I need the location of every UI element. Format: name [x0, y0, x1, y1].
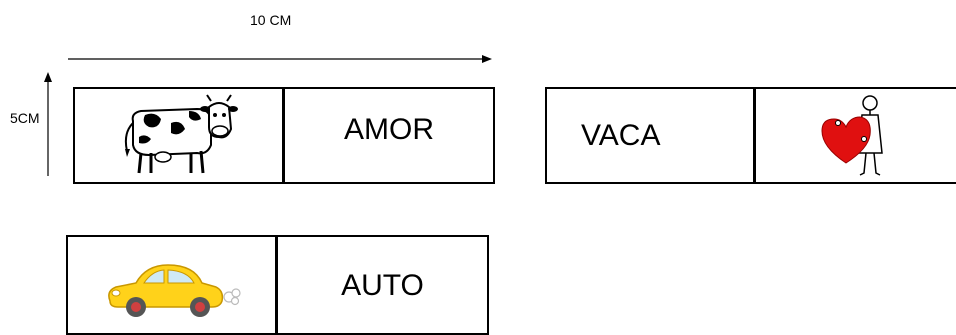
domino-card-3: AUTO	[66, 235, 489, 335]
height-arrow	[44, 72, 52, 176]
width-arrow	[68, 55, 492, 63]
dimension-arrows	[44, 55, 492, 176]
heart-person-icon	[821, 94, 883, 176]
height-label: 5CM	[10, 110, 40, 126]
card-2-picture-cell	[756, 89, 956, 182]
card-1-word: AMOR	[344, 113, 434, 146]
domino-card-1: AMOR	[73, 87, 495, 184]
car-icon	[107, 264, 241, 317]
card-1-word-cell: AMOR	[285, 89, 493, 182]
cow-icon	[124, 94, 238, 174]
card-2-word: VACA	[581, 119, 661, 152]
card-3-word: AUTO	[341, 269, 424, 302]
card-1-picture-cell	[75, 89, 285, 182]
width-label: 10 CM	[250, 12, 292, 28]
card-2-word-cell: VACA	[547, 89, 756, 182]
card-3-picture-cell	[68, 237, 278, 333]
domino-card-2: VACA	[545, 87, 956, 184]
card-3-word-cell: AUTO	[278, 237, 487, 333]
